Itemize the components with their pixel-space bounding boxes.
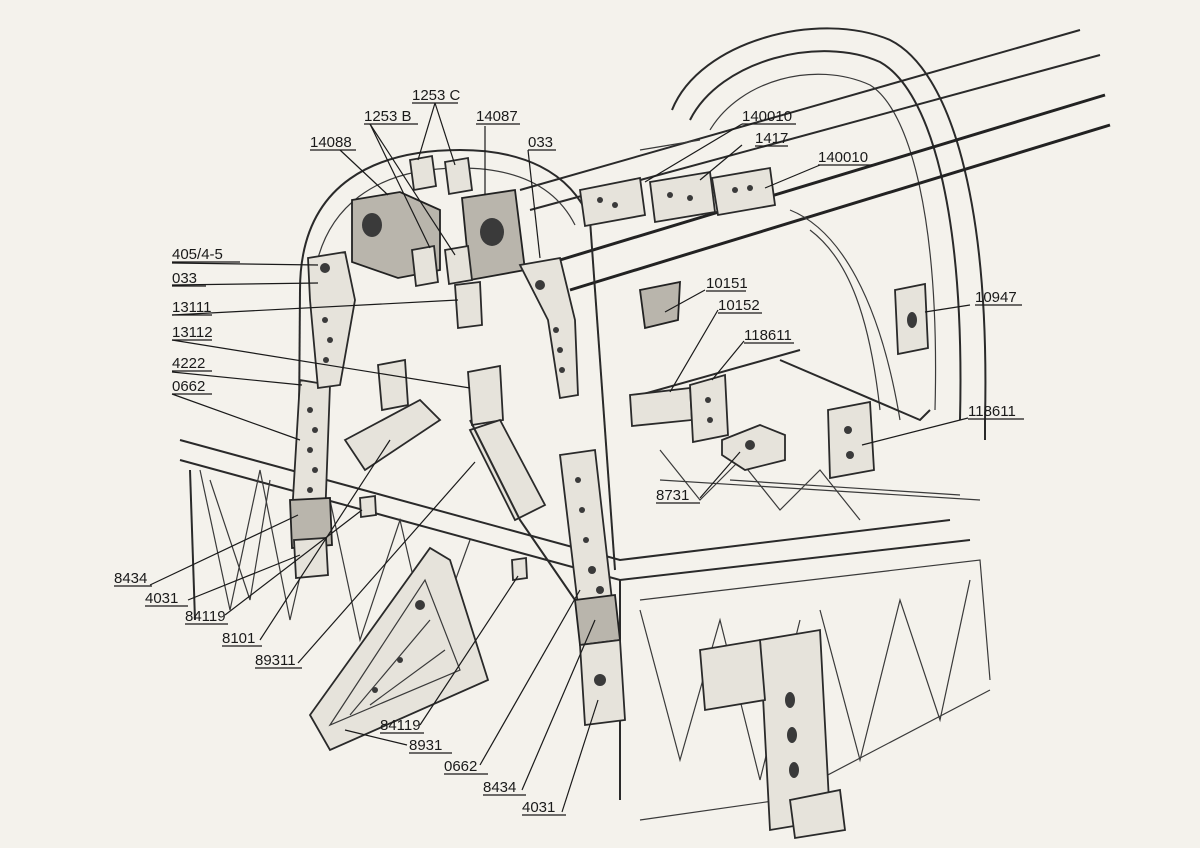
part-1253c-b: [444, 156, 473, 196]
part-8931: [308, 546, 490, 752]
label-1253c: 1253 C: [412, 87, 461, 104]
part-labels: 1253 C 1253 B 14087 14088 033 140010 141…: [114, 87, 1017, 816]
part-8101: [343, 398, 442, 472]
part-84119-left: [359, 494, 377, 519]
label-10947: 10947: [975, 289, 1017, 306]
parts: [289, 154, 929, 752]
part-8434-right: [574, 593, 621, 647]
label-84119-left: 84119: [185, 608, 226, 625]
part-140010-b: [710, 166, 777, 217]
part-033-left: [307, 250, 356, 390]
label-8731: 8731: [656, 487, 689, 504]
label-10152: 10152: [718, 297, 760, 314]
part-10152: [629, 386, 693, 427]
label-84119-bottom: 84119: [380, 717, 421, 734]
part-0662-right: [559, 448, 613, 608]
label-1253b: 1253 B: [364, 108, 412, 125]
part-118611-b: [827, 400, 875, 480]
label-8434-left: 8434: [114, 570, 147, 587]
label-13112: 13112: [172, 324, 213, 341]
part-8434-left: [289, 497, 333, 549]
label-033-top: 033: [528, 134, 553, 151]
label-14087: 14087: [476, 108, 518, 125]
label-118611-b: 118611: [968, 403, 1016, 420]
label-8101: 8101: [222, 630, 255, 647]
label-4031-left: 4031: [145, 590, 178, 607]
part-1253b-b: [444, 244, 473, 286]
part-033-right: [518, 256, 579, 400]
part-1253b-a: [411, 244, 439, 288]
part-10151: [638, 280, 681, 330]
part-1417: [648, 170, 717, 224]
label-4222: 4222: [172, 355, 205, 372]
label-118611-a: 118611: [744, 327, 792, 344]
label-8931: 8931: [409, 737, 442, 754]
part-13111: [454, 280, 483, 330]
part-13112: [467, 364, 504, 427]
label-0662-bottom: 0662: [444, 758, 477, 775]
label-1417: 1417: [755, 130, 788, 147]
part-1253c-a: [408, 154, 438, 192]
part-84119-bottom: [511, 556, 528, 582]
label-10151: 10151: [706, 275, 748, 292]
label-13111: 13111: [172, 299, 212, 316]
label-033-left: 033: [172, 270, 197, 287]
label-14088: 14088: [310, 134, 352, 151]
label-140010-a: 140010: [742, 108, 792, 125]
part-118611-a: [689, 373, 729, 444]
label-4031-bottom: 4031: [522, 799, 555, 816]
part-89311: [468, 418, 547, 522]
label-underlines: [114, 102, 1024, 816]
label-140010-b: 140010: [818, 149, 868, 166]
label-8434-bottom: 8434: [483, 779, 516, 796]
label-405: 405/4-5: [172, 246, 223, 263]
leader-lines: [149, 102, 971, 813]
part-4222: [377, 358, 409, 412]
label-89311: 89311: [255, 652, 296, 669]
fuselage-structure: [179, 27, 1111, 840]
part-140010-a: [578, 176, 647, 228]
label-0662-left: 0662: [172, 378, 205, 395]
